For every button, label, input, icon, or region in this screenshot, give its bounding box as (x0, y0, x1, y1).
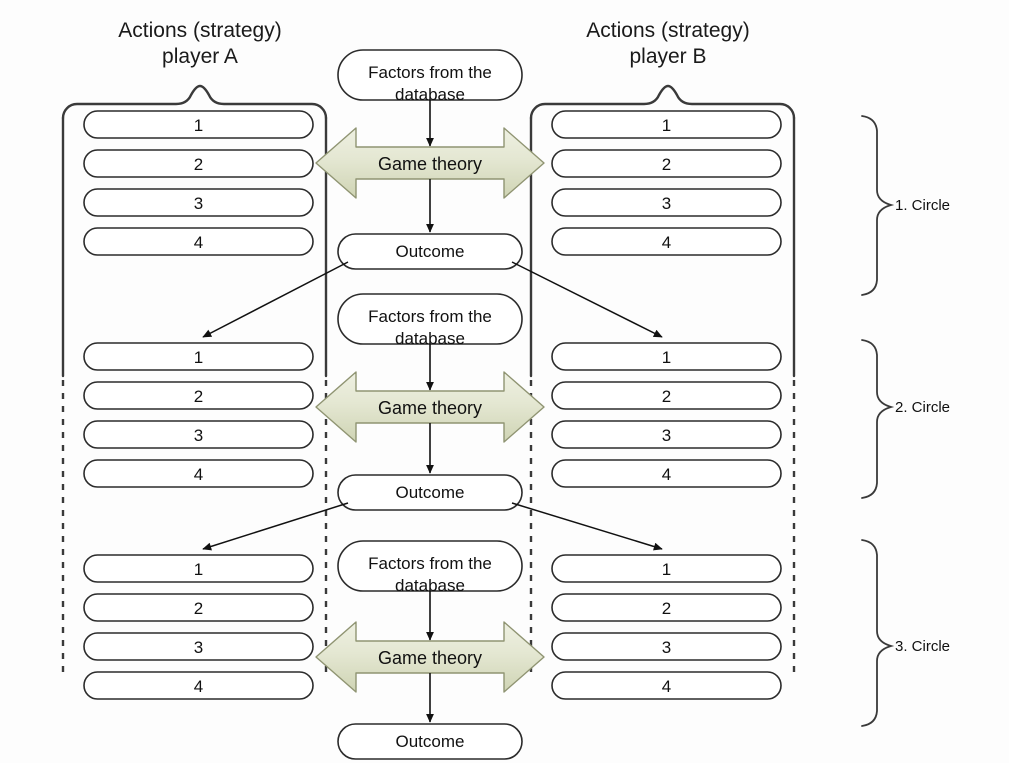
game-theory-arrow-1 (315, 127, 545, 199)
game-theory-label-2: Game theory (377, 398, 483, 418)
player-b-c1-action-4[interactable]: 4 (661, 233, 672, 252)
player-a-c2-action-4[interactable]: 4 (193, 465, 204, 484)
pill (83, 593, 314, 622)
pill (551, 554, 782, 583)
player-a-container-dashed (61, 380, 328, 672)
circle-label-1: 1. Circle (895, 197, 951, 214)
pill (551, 381, 782, 410)
player-a-c2-action-3[interactable]: 3 (193, 426, 204, 445)
player-b-c2-action-1[interactable]: 1 (661, 348, 672, 367)
player-b-c1-action-3[interactable]: 3 (661, 194, 672, 213)
outcome-node-3 (337, 723, 523, 760)
connector-outcome2-to-playerB (511, 502, 663, 551)
pill (83, 342, 314, 371)
connector-outcome1-to-playerB (511, 261, 663, 338)
pill (83, 632, 314, 661)
pill (551, 420, 782, 449)
player-a-c1-action-2[interactable]: 2 (193, 155, 204, 174)
player-b-c3-action-4[interactable]: 4 (661, 677, 672, 696)
brace-circle-3 (861, 539, 895, 727)
pill (83, 459, 314, 488)
pill (551, 342, 782, 371)
pill (83, 381, 314, 410)
player-b-title: Actions (strategy) player B (586, 19, 750, 68)
player-b-c1-action-1[interactable]: 1 (661, 116, 672, 135)
game-theory-arrow-2 (315, 371, 545, 443)
player-b-c3-action-3[interactable]: 3 (661, 638, 672, 657)
player-a-c1-action-1[interactable]: 1 (193, 116, 204, 135)
pill (551, 632, 782, 661)
factors-label-3: Factors from the database (368, 554, 492, 595)
player-a-action-pills (83, 110, 314, 700)
connector-outcome2-to-playerA (202, 502, 349, 551)
player-b-c3-action-2[interactable]: 2 (661, 599, 672, 618)
circle-label-2: 2. Circle (895, 399, 951, 416)
game-theory-arrow-3 (315, 621, 545, 693)
player-b-c1-action-2[interactable]: 2 (661, 155, 672, 174)
outcome-label-3: Outcome (395, 732, 465, 751)
pill (551, 459, 782, 488)
pill (551, 671, 782, 700)
player-a-c3-action-4[interactable]: 4 (193, 677, 204, 696)
player-b-c2-action-3[interactable]: 3 (661, 426, 672, 445)
pill (551, 227, 782, 256)
player-b-c3-action-1[interactable]: 1 (661, 560, 672, 579)
outcome-node-1 (337, 233, 523, 270)
pill (551, 149, 782, 178)
factors-label-2: Factors from the database (368, 307, 492, 348)
player-a-c2-action-2[interactable]: 2 (193, 387, 204, 406)
connector-outcome1-to-playerA (202, 261, 349, 338)
pill (83, 420, 314, 449)
player-a-c3-action-3[interactable]: 3 (193, 638, 204, 657)
pill (551, 110, 782, 139)
pill (83, 188, 314, 217)
brace-circle-1 (861, 115, 895, 296)
outcome-label-2: Outcome (395, 483, 465, 502)
player-b-action-pills (551, 110, 782, 700)
pill (551, 593, 782, 622)
player-a-c2-action-1[interactable]: 1 (193, 348, 204, 367)
player-a-c3-action-2[interactable]: 2 (193, 599, 204, 618)
outcome-label-1: Outcome (395, 242, 465, 261)
circle-label-3: 3. Circle (895, 638, 951, 655)
player-a-c1-action-3[interactable]: 3 (193, 194, 204, 213)
game-theory-label-1: Game theory (377, 154, 483, 174)
pill (83, 110, 314, 139)
player-b-c2-action-4[interactable]: 4 (661, 465, 672, 484)
pill (83, 554, 314, 583)
player-a-c3-action-1[interactable]: 1 (193, 560, 204, 579)
pill (83, 671, 314, 700)
factors-label-1: Factors from the database (368, 63, 492, 104)
pill (551, 188, 782, 217)
brace-circle-2 (861, 339, 895, 499)
outcome-node-2 (337, 474, 523, 511)
game-theory-label-3: Game theory (377, 648, 483, 668)
player-a-title: Actions (strategy) player A (118, 19, 282, 68)
player-a-c1-action-4[interactable]: 4 (193, 233, 204, 252)
pill (83, 227, 314, 256)
player-b-container-dashed (529, 380, 796, 672)
pill (83, 149, 314, 178)
player-b-c2-action-2[interactable]: 2 (661, 387, 672, 406)
